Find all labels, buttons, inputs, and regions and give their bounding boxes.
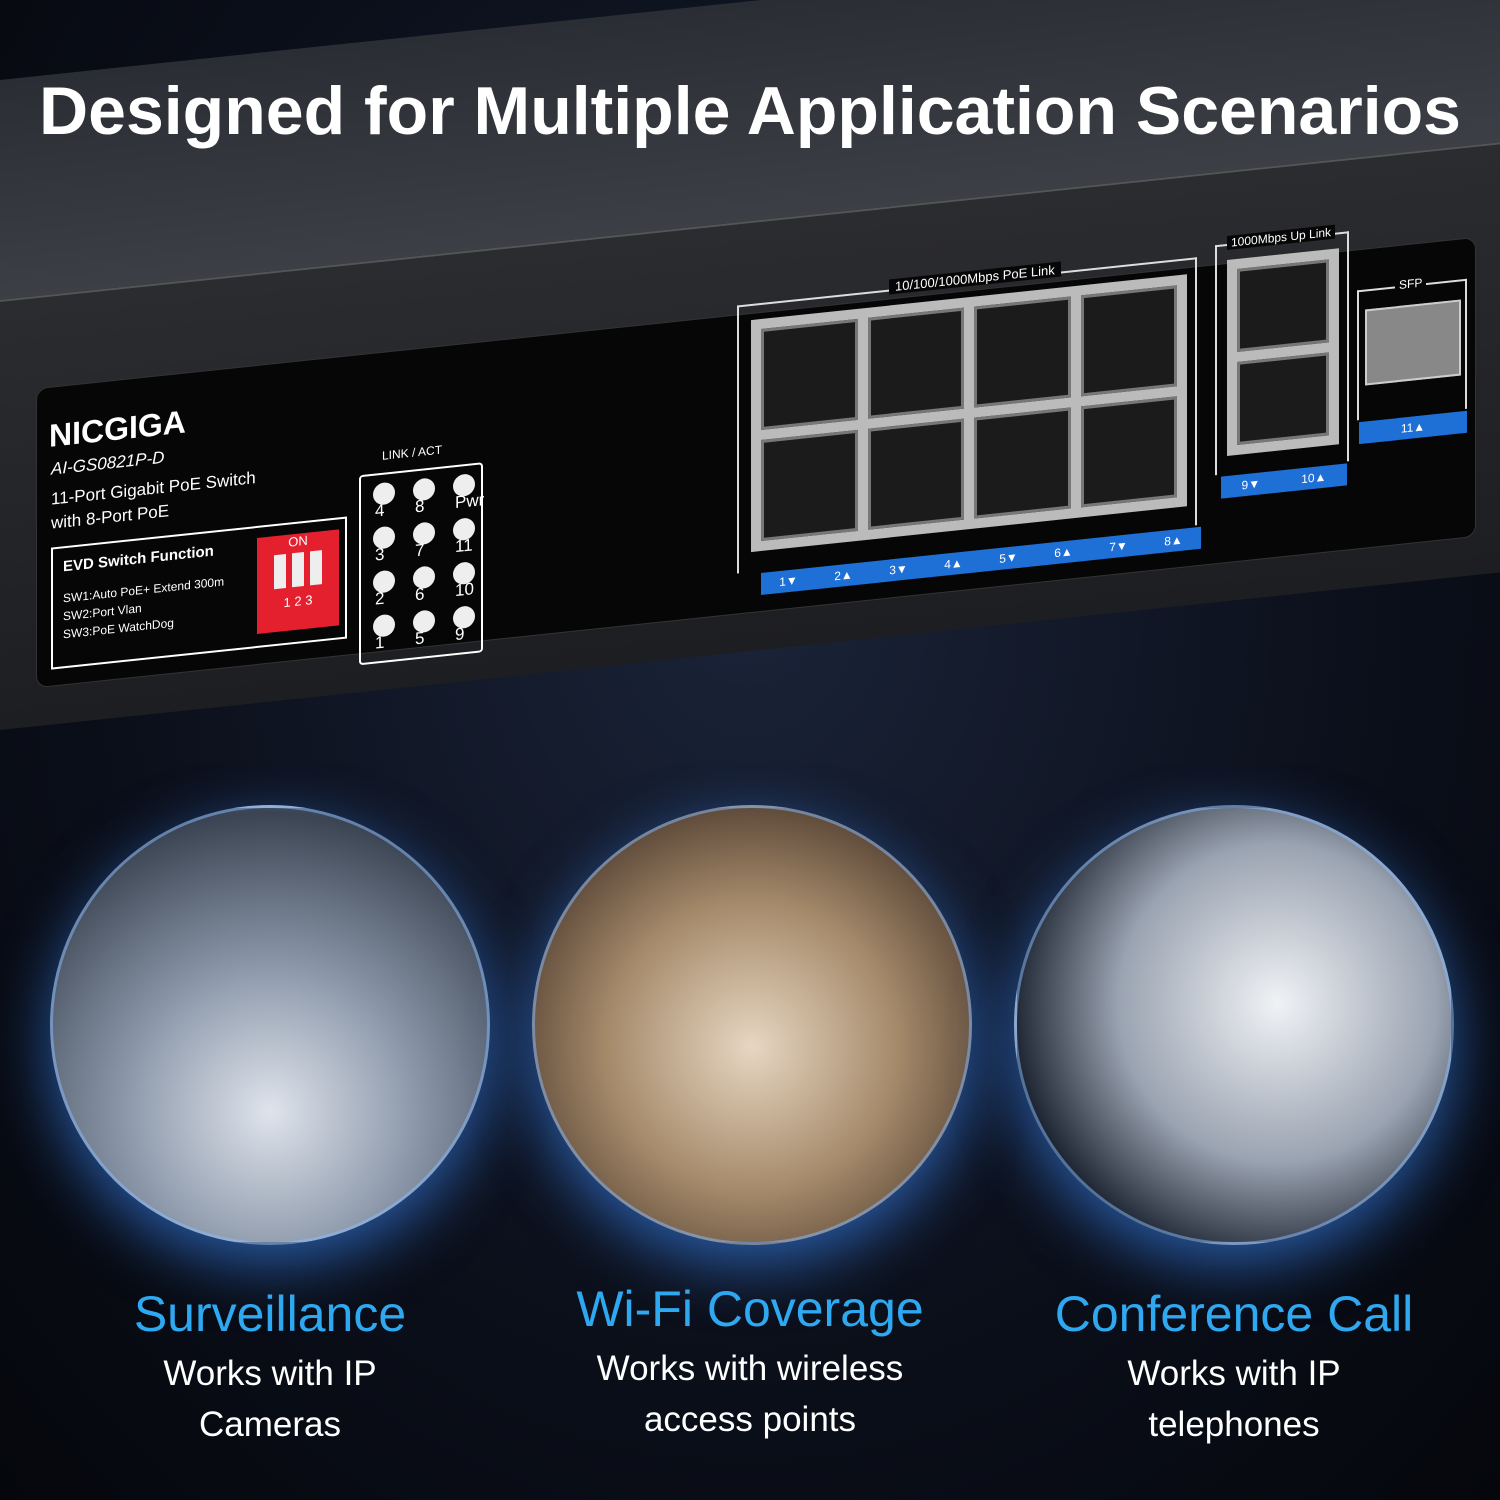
scenario-title: Conference Call [1054, 1286, 1414, 1342]
rj45-port [1080, 285, 1177, 397]
dip-numbers: 1 2 3 [283, 592, 313, 611]
led-number: 1 [375, 632, 385, 653]
led-number: Pwr [455, 490, 485, 513]
dip-on-label: ON [288, 532, 308, 550]
rj45-port [761, 318, 858, 431]
rj45-port [1237, 259, 1329, 352]
scenario-title: Surveillance [133, 1286, 407, 1342]
port-number: 1▼ [779, 573, 798, 590]
scenario-surveillance: Surveillance Works with IP Cameras [30, 1285, 510, 1445]
scenario-desc: Works with IP [163, 1354, 377, 1393]
rj45-port [974, 407, 1071, 519]
scenario-desc: Works with wireless [596, 1349, 904, 1388]
led-number: 5 [415, 628, 425, 649]
rj45-port [1080, 396, 1177, 508]
conference-call-photo [1014, 805, 1454, 1245]
sfp-port-number: 11▲ [1359, 410, 1467, 445]
rj45-port [761, 429, 858, 542]
rj45-port [974, 296, 1071, 408]
rj45-port [867, 307, 964, 419]
rj45-port [867, 418, 964, 530]
rj45-port [1237, 352, 1329, 445]
front-panel: NICGIGA AI-GS0821P-D 11-Port Gigabit PoE… [36, 224, 1476, 689]
led-number: 10 [455, 579, 474, 601]
led-number: 6 [415, 584, 425, 605]
scenario-title: Wi-Fi Coverage [576, 1281, 924, 1337]
dip-switch[interactable]: ON 1 2 3 [257, 529, 339, 634]
led-panel: 4 3 2 1 8 7 6 5 Pwr 11 10 9 [359, 462, 485, 666]
scenario-wifi: Wi-Fi Coverage Works with wireless acces… [510, 1280, 990, 1440]
led-number: 2 [375, 588, 385, 609]
port-number: 7▼ [1109, 538, 1128, 555]
port-number: 5▼ [999, 550, 1018, 566]
scenario-desc: access points [643, 1400, 857, 1439]
led-number: 7 [415, 540, 425, 561]
port-number: 11▲ [1400, 419, 1426, 436]
page-title: Designed for Multiple Application Scenar… [39, 73, 1461, 149]
brand-name: NICGIGA [49, 403, 186, 454]
led-number: 8 [415, 496, 425, 517]
led-number: 4 [375, 500, 385, 521]
scenario-desc: Works with IP [1127, 1354, 1341, 1393]
poe-ports-group: 10/100/1000Mbps PoE Link 1▼2▲3▼4▲5▼6▲7▼8… [737, 257, 1201, 596]
port-number: 10▲ [1301, 469, 1327, 487]
led-label: LINK / ACT [382, 442, 443, 463]
port-number: 4▲ [944, 555, 963, 572]
port-number: 3▼ [889, 561, 908, 578]
surveillance-photo [50, 805, 490, 1245]
port-number: 2▲ [834, 567, 853, 584]
led-number: 11 [455, 535, 473, 557]
port-number: 8▲ [1164, 532, 1183, 549]
scenario-desc: Cameras [199, 1405, 341, 1444]
sfp-label: SFP [1395, 275, 1427, 293]
uplink-port-numbers: 9▼ 10▲ [1221, 463, 1347, 499]
evd-switch-box: EVD Switch Function SW1:Auto PoE+ Extend… [51, 516, 347, 670]
led-number: 9 [455, 624, 465, 645]
wifi-coverage-photo [532, 805, 972, 1245]
scenario-conference: Conference Call Works with IP telephones [994, 1285, 1474, 1445]
port-number: 6▲ [1054, 544, 1073, 561]
uplink-label: 1000Mbps Up Link [1227, 224, 1336, 251]
sfp-group: SFP 11▲ [1357, 275, 1467, 445]
scenario-desc: telephones [1148, 1405, 1320, 1444]
port-number: 9▼ [1241, 476, 1261, 493]
network-switch: NICGIGA AI-GS0821P-D 11-Port Gigabit PoE… [0, 0, 1500, 731]
led-number: 3 [375, 544, 385, 565]
sfp-port [1365, 299, 1461, 386]
uplink-ports-group: 1000Mbps Up Link 9▼ 10▲ [1215, 224, 1349, 499]
